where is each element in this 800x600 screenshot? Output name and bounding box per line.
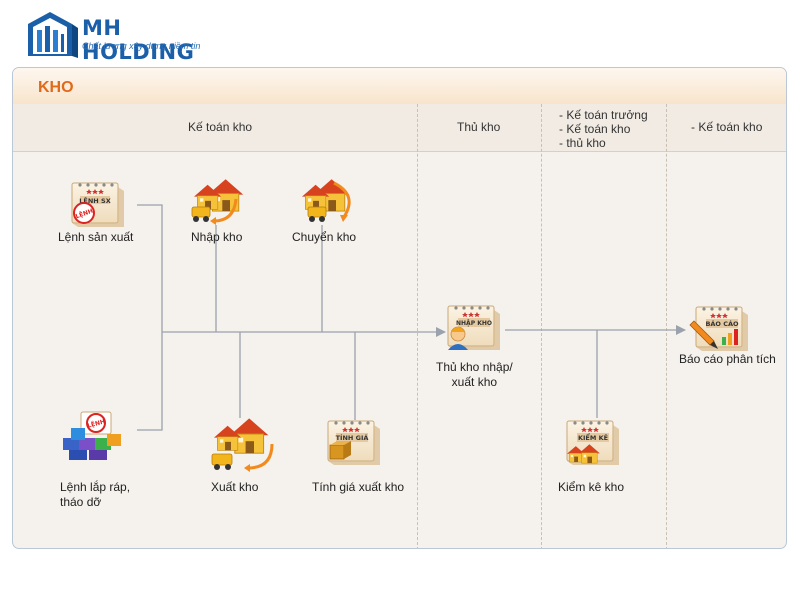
brand-logo: MH HOLDING Chất lượng xây dựng niềm tin [24,10,214,64]
column-divider [417,104,418,548]
icon-caption: NHẬP KHO [456,320,492,327]
node-label-export: Xuất kho [211,480,259,494]
assembly-order-icon: LỆNH [63,411,121,460]
production-order-icon: LỆNH SX LỆNH [71,182,125,228]
inventory-check-icon: KIỂM KÊ [566,420,620,466]
warehouse-panel: KHO Kế toán kho Thủ kho - Kế toán trưởng… [12,67,787,549]
column-label-ke-toan-kho: Kế toán kho [188,120,253,134]
node-label-warehouse-keeper: Thủ kho nhập/ xuất kho [436,360,513,390]
report-icon: BÁO CÁO [689,306,749,352]
label-line: Thủ kho nhập/ [436,360,513,374]
transfer-warehouse-icon [301,178,351,222]
node-label-assembly-order: Lệnh lắp ráp, tháo dỡ [60,480,130,510]
panel-title: KHO [38,79,74,96]
node-label-inventory-check: Kiểm kê kho [558,480,625,494]
brand-slogan: Chất lượng xây dựng niềm tin [82,41,201,51]
node-label-production-order: Lệnh sản xuất [58,230,134,244]
approver-line: - Kế toán kho [559,122,631,136]
column-divider [541,104,542,548]
warehouse-keeper-icon: NHẬP KHO [447,305,501,351]
export-warehouse-icon [211,417,274,472]
pricing-icon: TÍNH GIÁ [327,420,381,466]
label-line: Lệnh lắp ráp, [60,480,131,494]
column-label-thu-kho: Thủ kho [457,120,501,134]
node-label-pricing: Tính giá xuất kho [312,480,405,494]
node-label-transfer: Chuyển kho [292,230,357,244]
brand-name: MH HOLDING [82,16,195,64]
column-divider [666,104,667,548]
icon-caption: BÁO CÁO [705,319,739,328]
connector-line [137,204,163,431]
node-label-import: Nhập kho [191,230,243,244]
node-label-report: Báo cáo phân tích [679,352,776,366]
column-header-row [13,104,786,152]
label-line: tháo dỡ [60,495,102,509]
icon-caption: KIỂM KÊ [578,432,608,442]
column-label-approvers: - Kế toán trưởng - Kế toán kho - thủ kho [559,108,648,150]
panel-header: KHO [13,68,786,104]
import-warehouse-icon [191,178,244,225]
building-logo-icon [28,12,78,58]
connector-lines [137,204,686,431]
icon-caption: LỆNH SX [79,196,110,205]
approver-line: - Kế toán trưởng [559,108,648,122]
column-label-report: - Kế toán kho [691,120,763,134]
label-line: xuất kho [451,375,498,389]
icon-caption: TÍNH GIÁ [336,433,369,442]
approver-line: - thủ kho [559,136,606,150]
